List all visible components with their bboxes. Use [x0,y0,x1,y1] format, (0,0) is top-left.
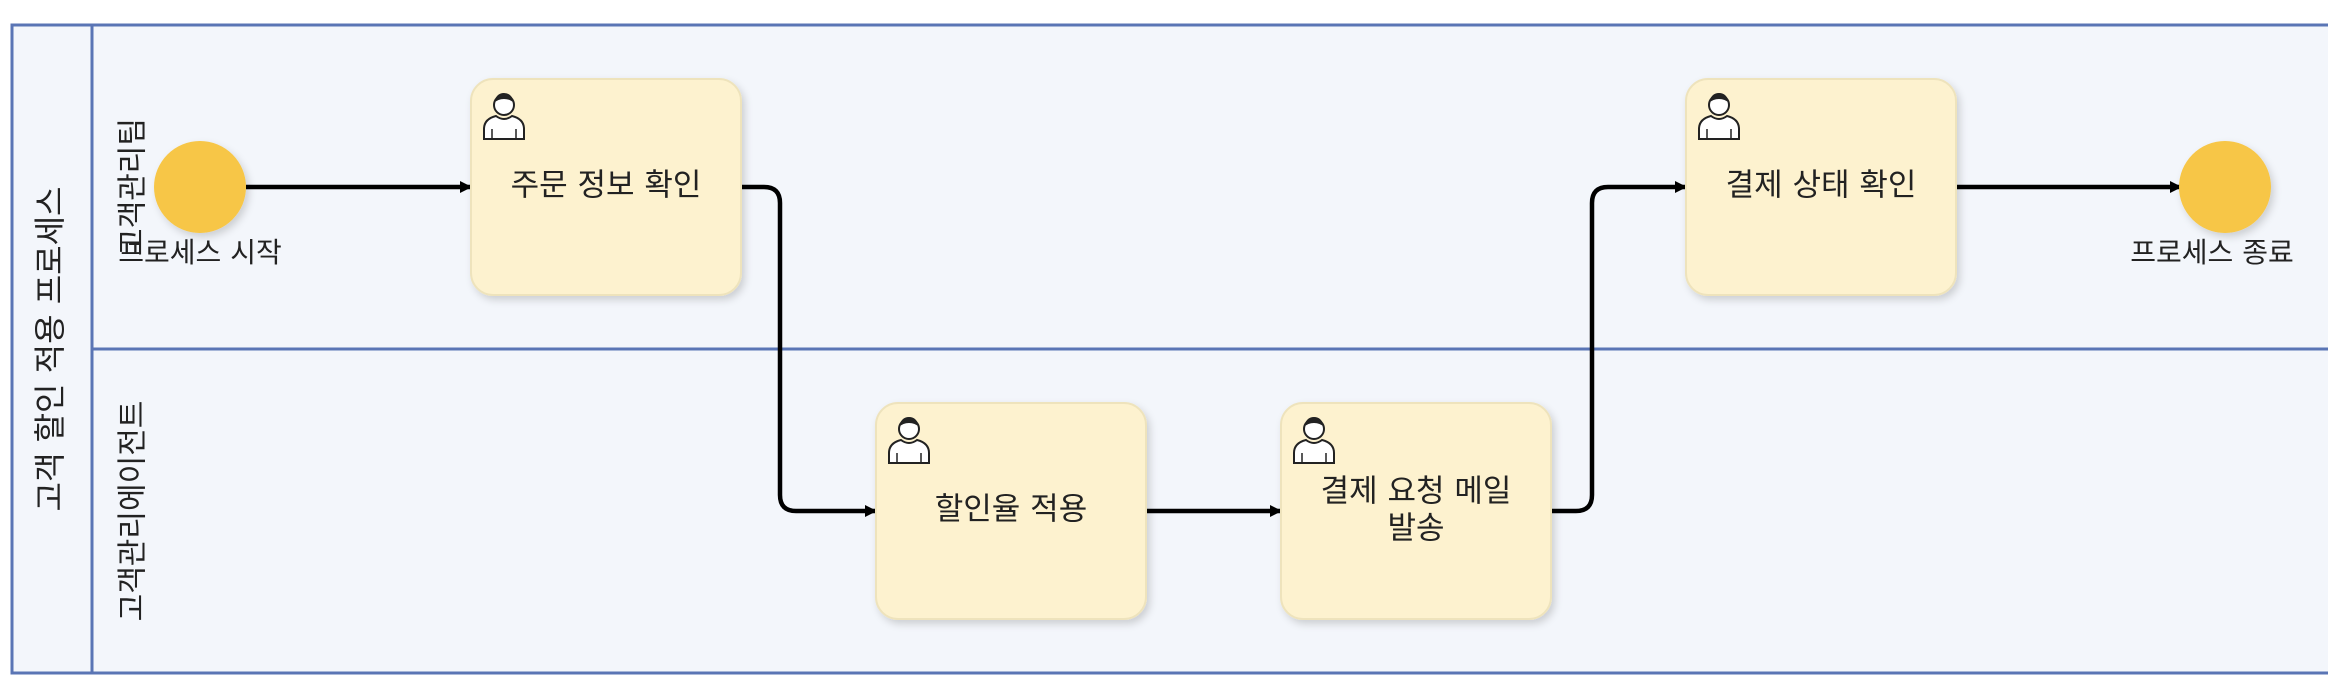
end-event[interactable]: 프로세스 종료 [2130,141,2294,269]
task-send-payment-email-box[interactable] [1280,402,1552,620]
task-send-payment-email-label-line-2: 발송 [1387,511,1444,547]
end-event-label: 프로세스 종료 [2130,236,2293,269]
start-event[interactable]: 프로세스 시작 [118,141,282,269]
sequence-flows [246,181,2182,517]
task-order-check-label: 주문 정보 확인 [511,168,702,204]
task-payment-status-check-box[interactable] [1685,78,1957,296]
flow-task-3-to-task-4[interactable] [1551,181,1687,514]
flow-task-1-to-task-2[interactable] [741,184,877,517]
task-send-payment-email[interactable]: 결제 요청 메일 발송 [1280,402,1552,620]
task-apply-discount-box[interactable] [875,402,1147,620]
task-send-payment-email-label-line-1: 결제 요청 메일 [1321,474,1512,510]
lane-top-label: 고객관리팀 [116,118,151,256]
end-event-circle[interactable] [2179,141,2271,233]
pool-title: 고객 할인 적용 프로세스 [31,187,69,512]
task-payment-status-check[interactable]: 결제 상태 확인 [1685,78,1957,296]
task-apply-discount[interactable]: 할인율 적용 [875,402,1147,620]
pool-header [10,23,94,675]
task-payment-status-check-label: 결제 상태 확인 [1726,168,1917,204]
start-event-circle[interactable] [154,141,246,233]
task-apply-discount-label: 할인율 적용 [935,492,1087,528]
start-event-label: 프로세스 시작 [118,236,281,269]
lane-bottom-label: 고객관리에이전트 [116,401,151,622]
task-order-check[interactable]: 주문 정보 확인 [470,78,742,296]
task-order-check-box[interactable] [470,78,742,296]
